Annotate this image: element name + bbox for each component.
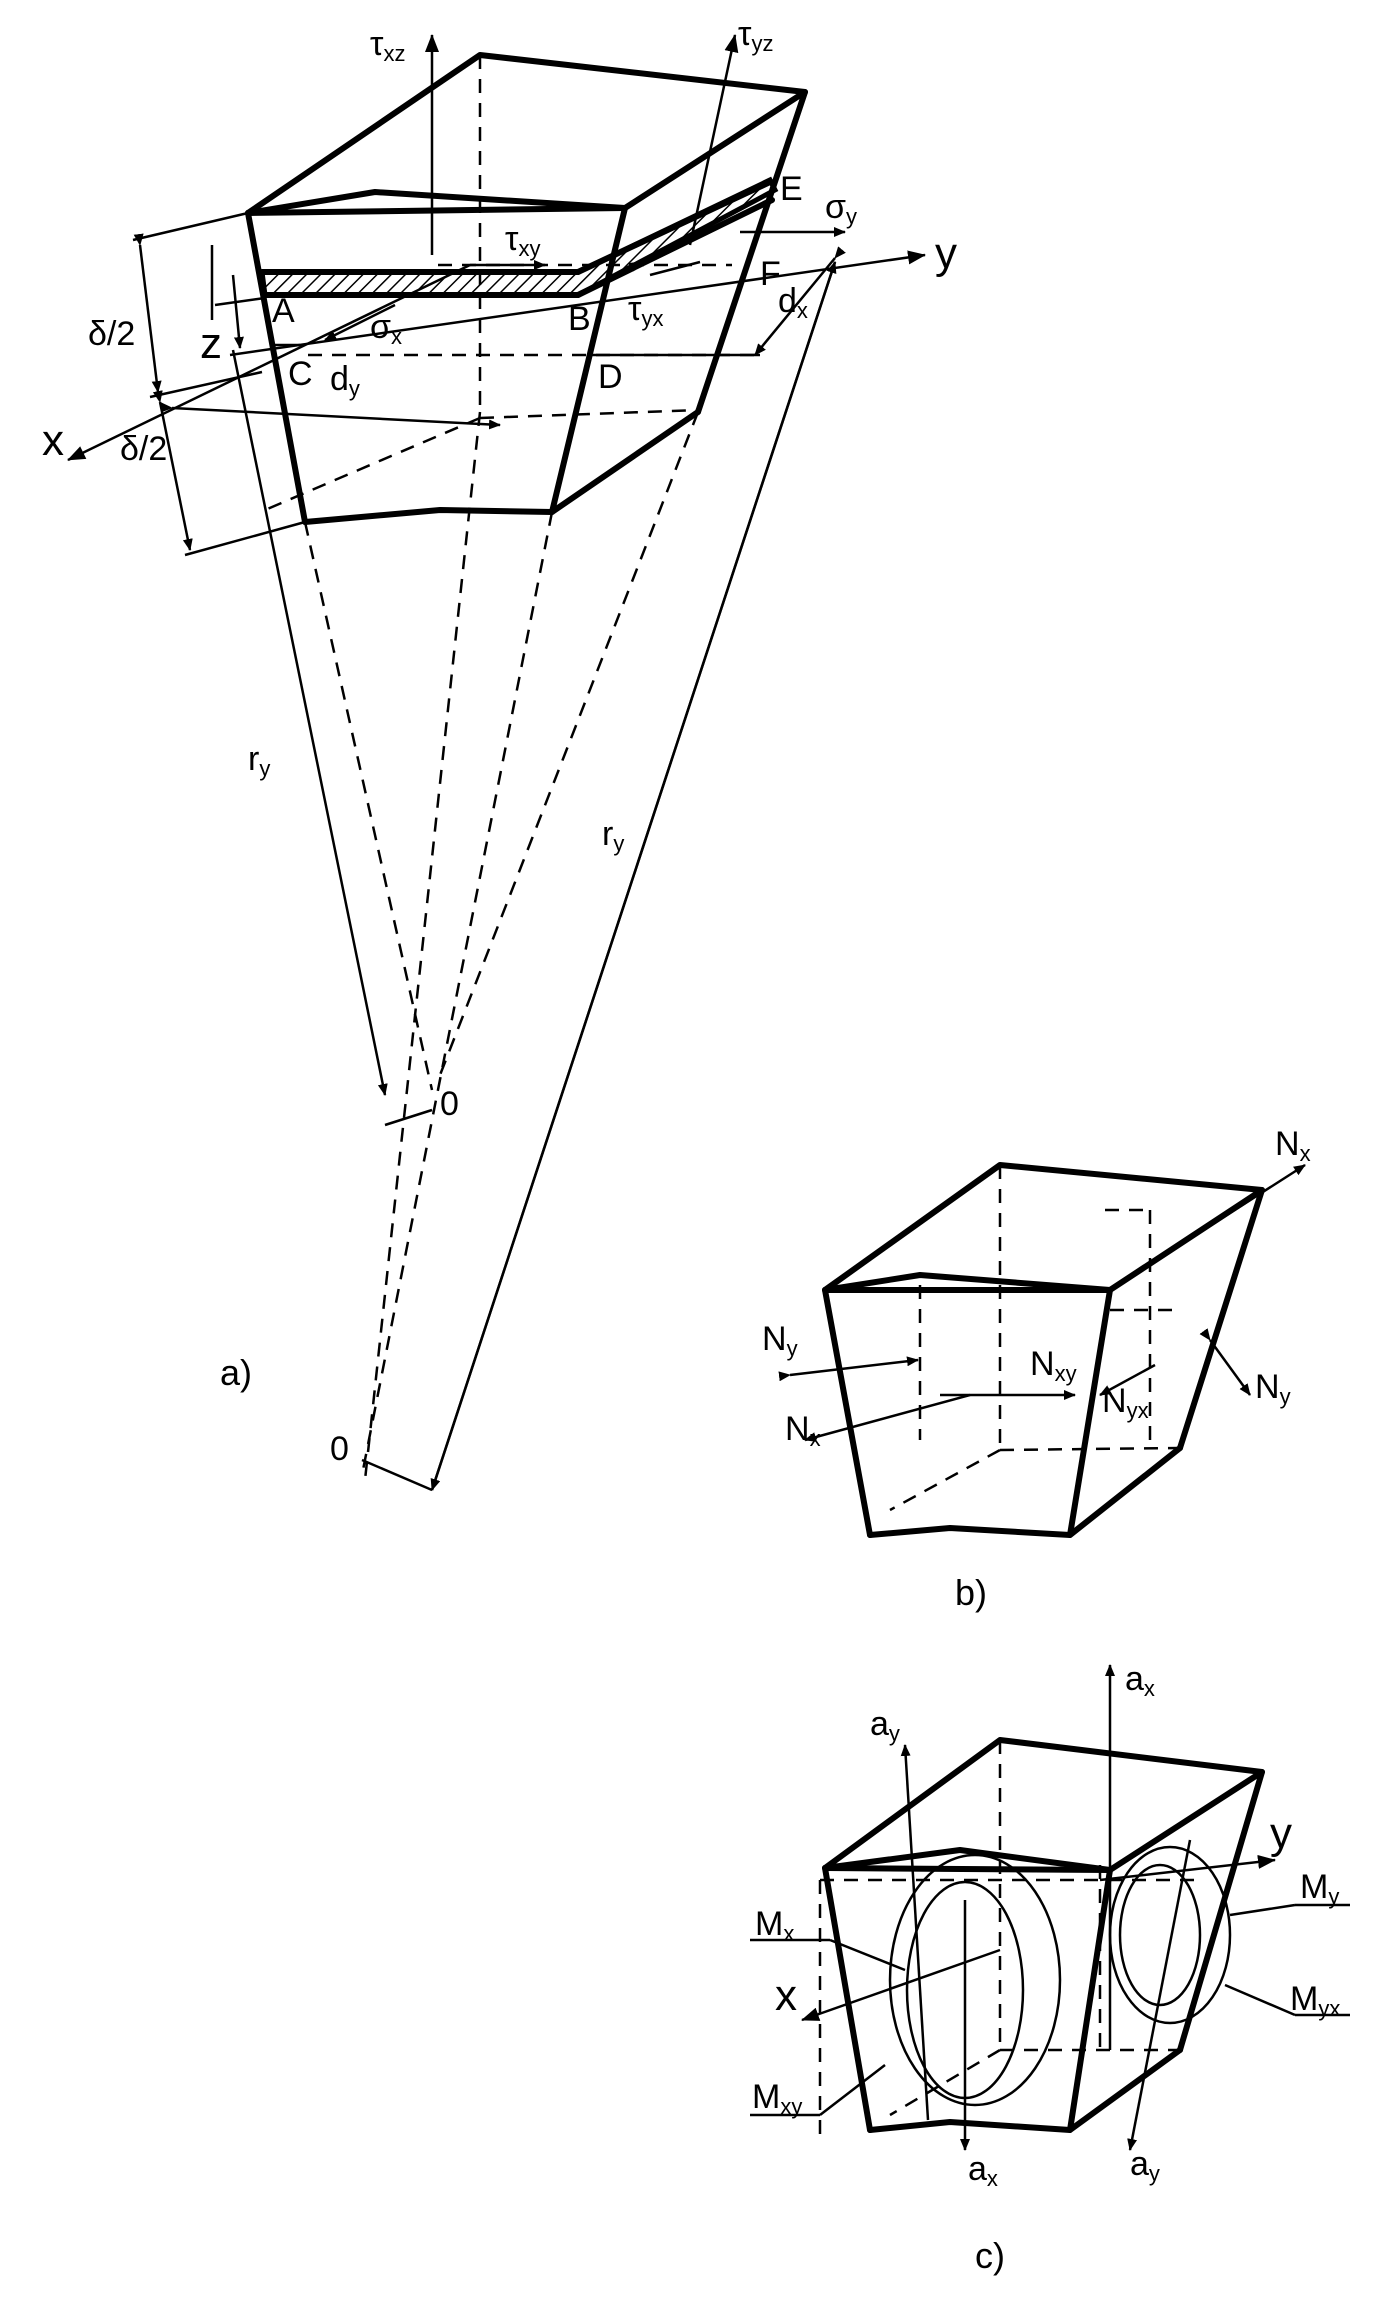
label-ny-right: Ny xyxy=(1255,1368,1291,1409)
vector-ay-bottom xyxy=(1127,1839,1192,2151)
label-tau-xz: τxz xyxy=(370,25,405,66)
label-mx: Mx xyxy=(755,1905,794,1946)
label-ny-left: Ny xyxy=(762,1320,798,1361)
label-sigma-y: σy xyxy=(825,188,857,229)
caption-b: b) xyxy=(955,1572,987,1613)
label-point-A: A xyxy=(272,292,295,330)
tau-yx-arrow xyxy=(599,260,641,287)
radius-right-line-start xyxy=(430,261,837,1491)
label-mxy: Mxy xyxy=(752,2078,802,2119)
label-nx-left: Nx xyxy=(785,1410,821,1451)
label-tau-yz: τyz xyxy=(738,15,773,56)
label-axis-y: y xyxy=(935,229,957,278)
label-ax-bottom: ax xyxy=(968,2150,998,2191)
label-center-upper: 0 xyxy=(440,1085,459,1123)
moment-circle-right-inner xyxy=(1118,1863,1202,2007)
tau-yz-arrow xyxy=(688,34,739,246)
force-nyx xyxy=(1099,1363,1156,1397)
label-axis-z: z xyxy=(200,319,222,368)
axis-y-c xyxy=(1099,1854,1276,1882)
figure-a: τxz τyz E σy y τxy F τyx dx A B σx δ/2 z… xyxy=(42,15,957,1492)
label-point-C: C xyxy=(288,355,313,393)
force-nx-left xyxy=(804,1393,971,1442)
label-my: My xyxy=(1300,1868,1339,1909)
radius-left-left-mark xyxy=(384,1108,433,1127)
label-sigma-x: σx xyxy=(370,308,402,349)
caption-c: c) xyxy=(975,2235,1005,2276)
label-axis-y-c: y xyxy=(1270,1809,1292,1858)
caption-a: a) xyxy=(220,1352,252,1393)
label-myx: Myx xyxy=(1290,1980,1340,2021)
label-point-D: D xyxy=(598,358,623,396)
sigma-x-arrow xyxy=(324,303,396,342)
label-tau-yx: τyx xyxy=(628,290,663,331)
force-ny-left xyxy=(778,1356,919,1382)
label-center-lower: 0 xyxy=(330,1430,349,1468)
label-half-thickness-top: δ/2 xyxy=(88,315,135,353)
label-dy: dy xyxy=(330,360,360,401)
figure-b: Nx Ny Nxy Nyx Ny Nx b) xyxy=(762,1125,1311,1613)
figure-c-outline xyxy=(822,1737,1265,2133)
figure-a-hidden-edges xyxy=(264,263,760,1481)
force-ny-right xyxy=(1199,1328,1252,1396)
radius-left-line xyxy=(231,349,388,1096)
label-ax-top: ax xyxy=(1125,1660,1155,1701)
label-nxy: Nxy xyxy=(1030,1345,1077,1386)
hatched-layer xyxy=(259,176,779,298)
label-point-B: B xyxy=(568,300,591,338)
label-dx: dx xyxy=(778,282,808,323)
label-nx-top: Nx xyxy=(1275,1125,1311,1166)
label-point-F: F xyxy=(760,255,781,293)
label-ay-top: ay xyxy=(870,1705,900,1746)
label-axis-x-c: x xyxy=(775,1971,797,2020)
label-nyx: Nyx xyxy=(1102,1382,1149,1423)
label-ay-bottom: ay xyxy=(1130,2145,1160,2186)
x-axis xyxy=(67,263,471,462)
label-axis-x: x xyxy=(42,416,64,465)
force-nx-top xyxy=(1109,1163,1306,1292)
figure-c: ay ax y Mx My x Myx Mxy ax ay c) xyxy=(750,1660,1350,2276)
label-radius-right: ry xyxy=(602,815,624,856)
axis-x-c xyxy=(801,1948,1001,2022)
label-radius-left: ry xyxy=(248,740,270,781)
dx-dimension xyxy=(754,246,846,356)
figure-b-hidden-edges xyxy=(889,1165,1181,1512)
dy-dimension xyxy=(160,402,501,430)
moment-circle-left xyxy=(888,1853,1062,2107)
label-point-E: E xyxy=(780,170,803,208)
vector-ay-top xyxy=(900,1744,930,2121)
label-half-thickness-bottom: δ/2 xyxy=(120,430,167,468)
label-tau-xy: τxy xyxy=(505,220,540,261)
